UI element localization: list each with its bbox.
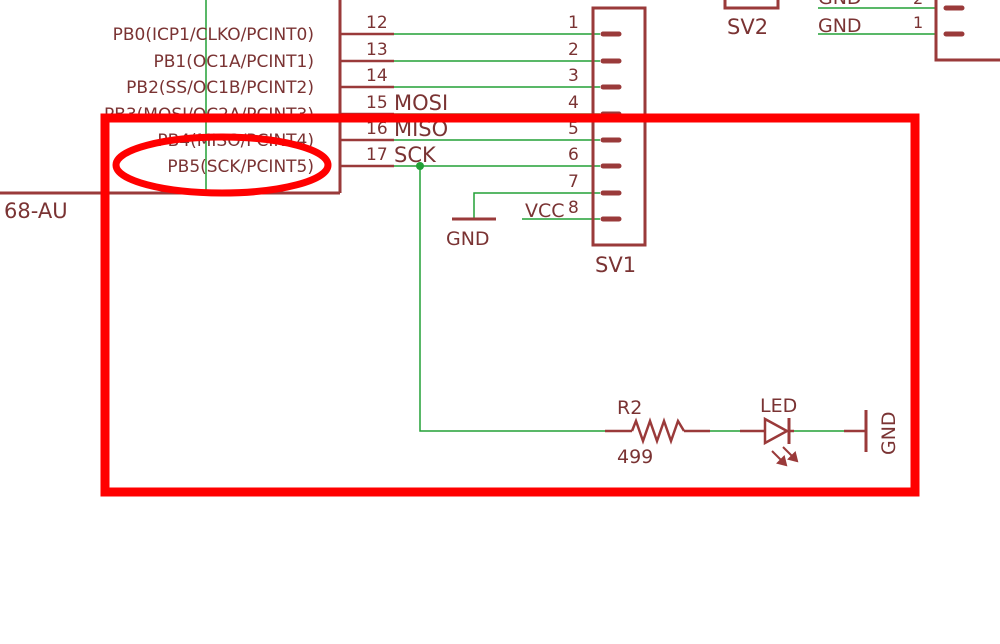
- led: LED: [740, 395, 799, 467]
- sv1-pin-3: 3: [568, 66, 579, 86]
- sv1-pin-7: 7: [568, 172, 579, 192]
- right-gnd-label: GND: [818, 0, 862, 9]
- sv2-label: SV2: [727, 15, 768, 39]
- chip-part-label: 68-AU: [4, 199, 68, 223]
- chip-pin-stubs: [340, 32, 394, 168]
- sv1-pin-1: 1: [568, 13, 579, 33]
- pin-name-pb1: PB1(OC1A/PCINT1): [154, 52, 314, 72]
- right-pin-2: 2: [913, 0, 923, 8]
- sv2-body: [723, 0, 780, 10]
- led-name: LED: [760, 395, 797, 417]
- sv1-gnd-label: GND: [446, 228, 490, 250]
- right-pin-1: 1: [913, 13, 923, 32]
- pin-number-12: 12: [366, 13, 388, 33]
- connector-right-edge: GND GND 2 1: [818, 0, 1000, 62]
- right-gnd-label-2: GND: [818, 15, 862, 37]
- sv1-pin-2: 2: [568, 40, 579, 60]
- gnd-symbol-sv1: GND: [446, 217, 496, 250]
- pin-number-16: 16: [366, 119, 388, 139]
- sv1-pin-5: 5: [568, 119, 579, 139]
- gnd-symbol-led: GND: [844, 410, 900, 455]
- pin-name-pb5: PB5(SCK/PCINT5): [167, 157, 314, 177]
- connector-sv2: SV2: [723, 0, 780, 39]
- sv1-label: SV1: [595, 253, 636, 277]
- pin-number-17: 17: [366, 145, 388, 165]
- pin-name-pb0: PB0(ICP1/CLKO/PCINT0): [113, 25, 314, 45]
- resistor-name: R2: [617, 397, 642, 419]
- sv1-pin-markers: [600, 31, 622, 222]
- sv1-pin-6: 6: [568, 145, 579, 165]
- right-connector-body: [934, 0, 1000, 62]
- net-label-mosi: MOSI: [394, 91, 448, 115]
- highlight-ellipse: [112, 133, 332, 197]
- sv1-body: [591, 6, 647, 247]
- pin-name-pb2: PB2(SS/OC1B/PCINT2): [126, 78, 314, 98]
- pin-number-14: 14: [366, 66, 388, 86]
- resistor-r2: R2 499: [605, 397, 710, 468]
- sv1-pin-8: 8: [568, 198, 579, 218]
- pin-number-15: 15: [366, 93, 388, 113]
- junction-dot: [416, 162, 424, 170]
- pin-number-13: 13: [366, 40, 388, 60]
- sv1-pin-4: 4: [568, 93, 579, 113]
- led-gnd-label: GND: [878, 411, 900, 455]
- resistor-value: 499: [617, 446, 653, 468]
- led-light-arrows-icon: [771, 446, 799, 467]
- sv1-vcc-label: VCC: [525, 200, 565, 222]
- highlight-box: [100, 113, 920, 497]
- net-label-sck: SCK: [394, 143, 437, 167]
- connector-sv1: 1 2 3 4 5 6 7 8 SV1: [568, 6, 647, 277]
